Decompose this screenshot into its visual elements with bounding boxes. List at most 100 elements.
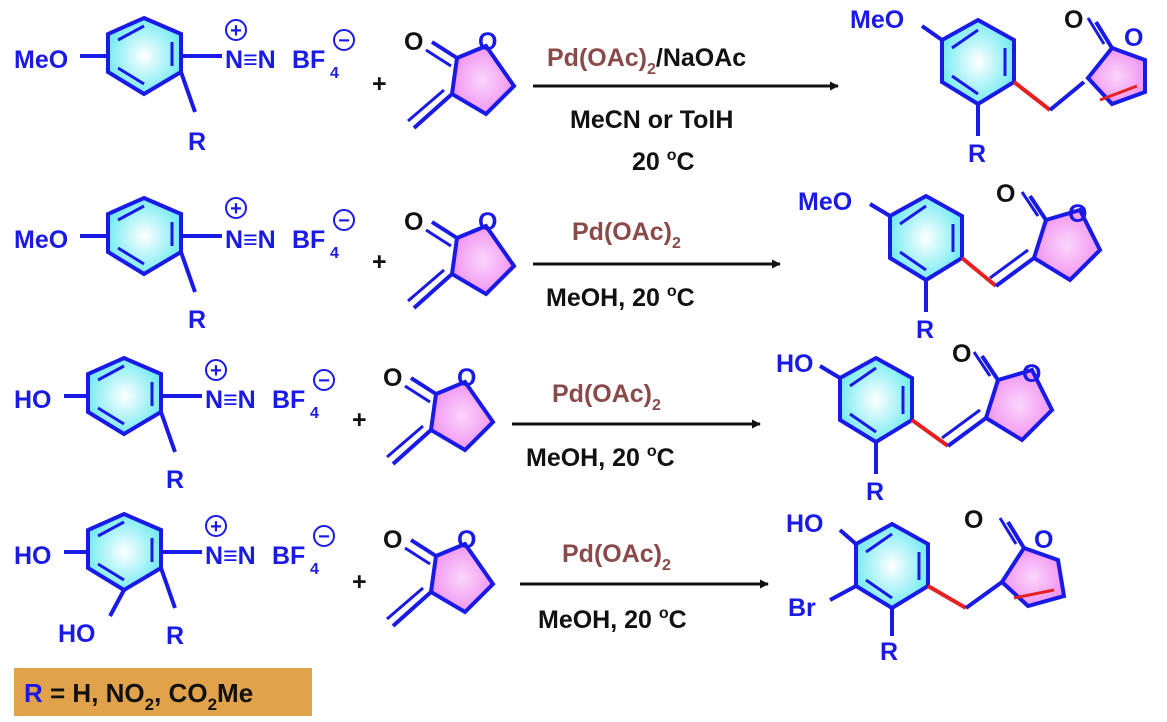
negative-charge-label: − [338,210,350,232]
r-label: R [188,306,206,334]
substituent-legend: R = H, NO2, CO2Me [14,668,312,716]
positive-charge-label: + [230,20,242,42]
substituent-top-label: MeO [14,46,68,74]
product-r-label: R [866,478,884,506]
carbonyl-oxygen-label: O [383,364,402,392]
new-bond [910,418,950,448]
product-benzene-ring [940,17,1016,107]
product-carbonyl-oxygen-label: O [1064,6,1083,34]
reaction-row-4: HO HO N≡N BF 4 + − R + O O Pd(OAc)2 MeOH… [14,506,1067,666]
product-lactone-ring [1031,207,1103,283]
negative-charge-icon [313,525,335,547]
product-benzene-ring [888,193,964,283]
plus-sign: + [372,70,387,98]
plus-sign: + [352,406,367,434]
bf-subscript: 4 [310,405,319,422]
negative-charge-icon [333,29,355,51]
legend-text: R = H, NO2, CO2Me [24,678,253,714]
negative-charge-label: − [318,526,330,548]
plus-sign: + [352,568,367,596]
diazonium-reactant: HO HO N≡N BF 4 + − R [14,511,335,650]
bf-subscript: 4 [330,245,339,262]
positive-charge-label: + [210,516,222,538]
product-ring-oxygen-label: O [1124,24,1143,52]
product-r-label: R [916,316,934,344]
bf-label: BF [292,46,325,74]
positive-charge-label: + [230,198,242,220]
ring-oxygen-label: O [478,208,497,236]
diazonium-reactant: MeO N≡N BF 4 + − R [14,195,355,334]
product-lactone-ring [999,545,1067,609]
carbonyl-oxygen-label: O [404,28,423,56]
condition-label: MeOH, 20 oC [538,605,687,634]
lactone-ring [449,223,517,297]
plus-sign: + [372,248,387,276]
product-2: MeO O O R [798,180,1103,344]
condition-temperature-label: 20 oC [632,147,695,176]
product-benzene-ring [838,355,914,445]
product-carbonyl-oxygen-label: O [964,506,983,534]
product-ring-oxygen-label: O [1068,200,1087,228]
product-carbonyl-oxygen-label: O [996,180,1015,208]
methylene-lactone-reactant: O O [404,28,517,130]
reagent-label: Pd(OAc)2 [572,218,681,252]
condition-label: MeOH, 20 oC [546,283,695,312]
methylene-lactone-reactant: O O [404,208,517,310]
diazonium-reactant: HO N≡N BF 4 + − R [14,355,335,494]
methylene-lactone-reactant: O O [383,364,496,466]
lactone-ring [449,43,517,117]
ring-oxygen-label: O [478,28,497,56]
diazo-label: N≡N [225,46,276,74]
substituent-top-label: HO [14,542,52,570]
product-ring-oxygen-label: O [1034,526,1053,554]
diazonium-reactant: MeO N≡N BF 4 + − R [14,15,355,156]
product-lactone-ring [983,367,1055,443]
methylene-lactone-reactant: O O [383,526,496,628]
product-substituent-label: MeO [850,6,904,34]
reaction-row-2: MeO N≡N BF 4 + − R + O O Pd(OAc)2 MeOH, … [14,180,1103,344]
positive-charge-icon [205,359,227,381]
product-r-label: R [968,140,986,168]
r-label: R [166,622,184,650]
diazo-label: N≡N [205,386,256,414]
new-bond [960,256,998,288]
ring-oxygen-label: O [457,364,476,392]
negative-charge-label: − [318,370,330,392]
product-carbonyl-oxygen-label: O [952,340,971,368]
product-benzene-ring [854,521,930,611]
lactone-ring [428,379,496,453]
reaction-row-1: MeO N≡N BF 4 + − R + O O Pd(OAc)2/NaOAc … [14,6,1147,176]
product-r-label: R [880,638,898,666]
product-substituent-label: HO [776,350,814,378]
bf-label: BF [272,386,305,414]
r-label: R [166,466,184,494]
negative-charge-icon [333,209,355,231]
ring-oxygen-label: O [457,526,476,554]
lactone-ring [428,541,496,615]
product-substituent-label: MeO [798,188,852,216]
condition-solvent-label: MeCN or TolH [570,106,733,134]
bf-subscript: 4 [310,561,319,578]
bf-label: BF [292,226,325,254]
diazo-label: N≡N [225,226,276,254]
positive-charge-label: + [210,360,222,382]
bf-subscript: 4 [330,65,339,82]
positive-charge-icon [205,515,227,537]
substituent-top-label: MeO [14,226,68,254]
negative-charge-icon [313,369,335,391]
reagent-label: Pd(OAc)2 [562,540,671,574]
substituent-bottom-label: HO [58,620,96,648]
substituent-top-label: HO [14,386,52,414]
product-1: MeO O O R [850,6,1147,168]
diazo-label: N≡N [205,542,256,570]
positive-charge-icon [225,19,247,41]
product-substituent-label: HO [786,510,824,538]
reaction-row-3: HO N≡N BF 4 + − R + O O Pd(OAc)2 MeOH, 2… [14,340,1055,506]
product-ring-oxygen-label: O [1022,360,1041,388]
bf-label: BF [272,542,305,570]
r-label: R [188,128,206,156]
legend-box [14,668,312,716]
new-bond [1012,80,1052,112]
condition-label: MeOH, 20 oC [526,443,675,472]
